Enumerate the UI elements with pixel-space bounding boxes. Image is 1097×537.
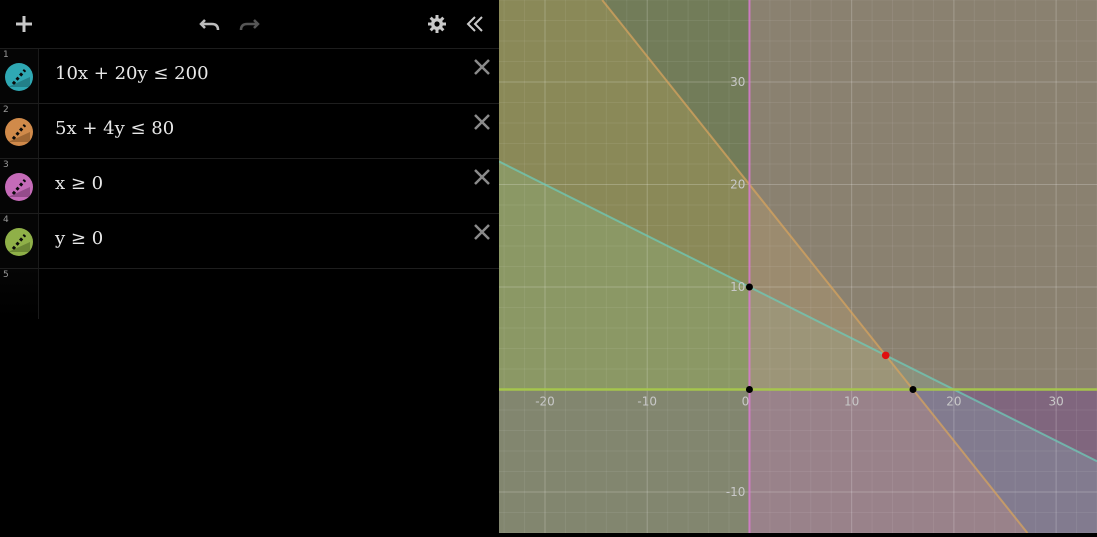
graph-canvas[interactable]: -20 -10 0 10 20 30 30 20 10 -10 xyxy=(498,0,1097,534)
expression-gutter: 4 xyxy=(0,214,39,268)
graph-svg[interactable]: -20 -10 0 10 20 30 30 20 10 -10 xyxy=(498,0,1097,534)
intersection-point xyxy=(909,386,917,393)
close-icon xyxy=(474,114,490,130)
expression-number: 4 xyxy=(3,215,9,225)
x-tick-label: 20 xyxy=(946,395,961,409)
expression-row[interactable]: 4 y ≥ 0 xyxy=(0,214,499,269)
region-eq2 xyxy=(499,0,1028,533)
add-expression-button[interactable] xyxy=(10,10,38,38)
gear-icon xyxy=(428,15,446,33)
shaded-regions xyxy=(499,0,1097,533)
expression-number: 3 xyxy=(3,160,9,170)
expression-input[interactable]: 10x + 20y ≤ 200 xyxy=(55,63,209,84)
region-eq4 xyxy=(499,0,1097,390)
undo-icon xyxy=(199,19,220,31)
x-tick-label: 0 xyxy=(742,395,750,409)
boundary-line-eq2 xyxy=(601,0,1029,534)
expression-toolbar xyxy=(0,0,499,49)
expression-input[interactable]: 5x + 4y ≤ 80 xyxy=(55,118,175,139)
settings-button[interactable] xyxy=(423,10,451,38)
collapse-panel-button[interactable] xyxy=(461,10,489,38)
close-icon xyxy=(474,59,490,75)
expression-number: 1 xyxy=(3,50,9,60)
region-eq1 xyxy=(499,161,1097,533)
delete-expression-button[interactable] xyxy=(471,56,493,78)
highlighted-point xyxy=(881,351,890,360)
undo-button[interactable] xyxy=(196,10,224,38)
y-tick-label: -10 xyxy=(726,485,746,499)
expression-input[interactable]: x ≥ 0 xyxy=(55,173,104,194)
plus-icon xyxy=(16,16,32,32)
close-icon xyxy=(474,169,490,185)
x-tick-label: 30 xyxy=(1048,395,1063,409)
intersection-point xyxy=(745,386,753,393)
expression-panel: 1 10x + 20y ≤ 200 2 5x + 4y ≤ 80 xyxy=(0,0,499,533)
delete-expression-button[interactable] xyxy=(471,221,493,243)
x-tick-label: -10 xyxy=(637,395,657,409)
expression-row[interactable]: 1 10x + 20y ≤ 200 xyxy=(0,49,499,104)
expression-number: 5 xyxy=(3,270,9,280)
expression-gutter: 1 xyxy=(0,49,39,103)
y-tick-label: 20 xyxy=(730,178,745,192)
x-tick-label: 10 xyxy=(844,395,859,409)
expression-row[interactable]: 2 5x + 4y ≤ 80 xyxy=(0,104,499,159)
redo-button[interactable] xyxy=(235,10,263,38)
color-toggle-icon[interactable] xyxy=(5,228,33,256)
expression-gutter: 5 xyxy=(0,269,39,319)
expression-row[interactable]: 3 x ≥ 0 xyxy=(0,159,499,214)
tick-labels: -20 -10 0 10 20 30 30 20 10 -10 xyxy=(535,75,1064,499)
redo-icon xyxy=(239,19,260,31)
region-eq3 xyxy=(749,0,1097,533)
double-chevron-left-icon xyxy=(466,16,483,32)
expression-input[interactable]: y ≥ 0 xyxy=(55,228,104,249)
expression-number: 2 xyxy=(3,105,9,115)
delete-expression-button[interactable] xyxy=(471,111,493,133)
boundary-lines xyxy=(498,0,1097,534)
intersection-point xyxy=(745,283,753,291)
expression-list: 1 10x + 20y ≤ 200 2 5x + 4y ≤ 80 xyxy=(0,49,499,319)
points xyxy=(745,283,917,393)
boundary-line-eq1 xyxy=(498,160,1097,463)
color-toggle-icon[interactable] xyxy=(5,118,33,146)
y-tick-label: 10 xyxy=(730,280,745,294)
expression-row-empty[interactable]: 5 xyxy=(0,269,499,319)
delete-expression-button[interactable] xyxy=(471,166,493,188)
expression-gutter: 3 xyxy=(0,159,39,213)
expression-gutter: 2 xyxy=(0,104,39,158)
y-tick-label: 30 xyxy=(730,75,745,89)
x-tick-label: -20 xyxy=(535,395,555,409)
color-toggle-icon[interactable] xyxy=(5,173,33,201)
color-toggle-icon[interactable] xyxy=(5,63,33,91)
close-icon xyxy=(474,224,490,240)
